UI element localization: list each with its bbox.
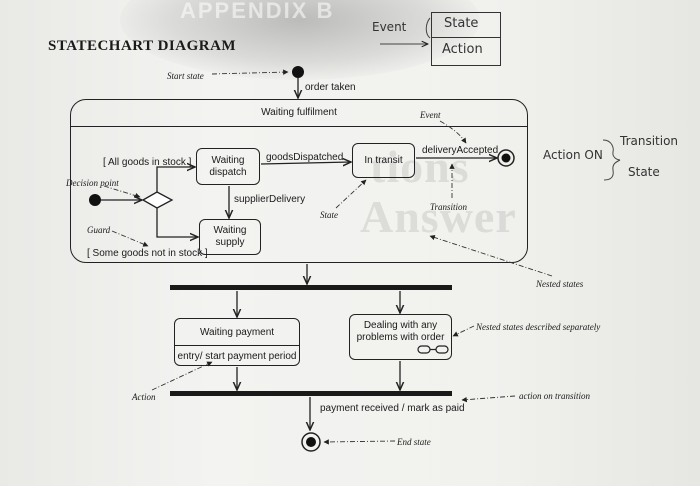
state-dealing-with-problems: Dealing with any problems with order <box>349 314 452 360</box>
appendix-header-text: APPENDIX B <box>180 0 335 23</box>
annotation-end-state: End state <box>397 437 431 447</box>
transition-label-supplier-delivery: supplierDelivery <box>234 194 306 205</box>
legend-divider <box>432 37 500 38</box>
fork-bar <box>170 285 452 290</box>
state-waiting-dispatch: Waiting dispatch <box>196 148 260 185</box>
legend-state-text: State <box>444 16 479 31</box>
state-waiting-supply: Waiting supply <box>199 219 261 255</box>
page-title: STATECHART DIAGRAM <box>48 38 237 54</box>
state-waiting-payment-action: entry/ start payment period <box>177 351 297 362</box>
final-state-node <box>301 432 321 452</box>
legend-transition-label: Transition <box>620 134 679 148</box>
state-waiting-payment-name: Waiting payment <box>199 327 275 338</box>
join-bar <box>170 391 452 396</box>
guard-some-goods: [ Some goods not in stock ] <box>87 248 208 259</box>
composite-state-divider <box>71 126 527 127</box>
state-in-transit: In transit <box>352 143 415 178</box>
annotation-action: Action <box>132 392 156 402</box>
initial-node <box>89 194 101 206</box>
annotation-state: State <box>320 210 338 220</box>
transition-label-payment-received: payment received / mark as paid <box>320 403 465 414</box>
inner-final-state <box>497 149 515 167</box>
transition-label-order-taken: order taken <box>305 82 356 93</box>
composite-state-title: Waiting fulfilment <box>261 107 337 118</box>
state-waiting-payment: Waiting payment entry/ start payment per… <box>174 318 300 366</box>
annotation-decision-point: Decision point <box>66 178 119 188</box>
transition-label-delivery-accepted: deliveryAccepted <box>422 145 499 156</box>
guard-all-goods: [ All goods in stock ] <box>103 157 192 168</box>
annotation-action-on-transition: action on transition <box>519 391 591 401</box>
composite-state-icon <box>417 345 449 354</box>
annotation-start-state: Start state <box>167 71 204 81</box>
annotation-nested-separately: Nested states described separately <box>476 322 601 332</box>
legend-state-box: State Action <box>431 12 501 66</box>
legend-event-label: Event <box>372 20 407 34</box>
annotation-nested-states: Nested states <box>536 279 584 289</box>
legend-state-label-2: State <box>628 165 660 179</box>
start-state-node <box>292 66 304 78</box>
legend-action-on-label: Action ON <box>543 148 603 162</box>
bleed-through-text-2: Answer <box>360 191 517 242</box>
annotation-guard: Guard <box>87 225 111 235</box>
annotation-pointers <box>103 69 553 445</box>
decision-diamond <box>141 191 174 209</box>
legend-action-text: Action <box>442 42 483 57</box>
transition-label-goods-dispatched: goodsDispatched <box>266 152 344 163</box>
state-waiting-payment-divider <box>175 345 299 346</box>
composite-state-waiting-fulfilment: Waiting fulfilment <box>70 99 528 263</box>
annotation-event: Event <box>420 110 441 120</box>
annotation-transition: Transition <box>430 202 468 212</box>
legend-arrows <box>380 17 621 181</box>
